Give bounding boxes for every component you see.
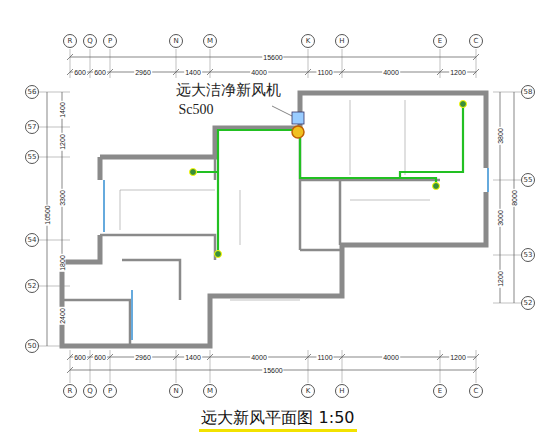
axis-label: 50: [28, 343, 37, 350]
grid-axis-bubble: N: [169, 384, 183, 398]
grid-axis-bubble: Q: [83, 34, 97, 48]
windows: [104, 168, 488, 340]
axis-label: 54: [28, 237, 37, 244]
dimension-text: 1100: [316, 69, 333, 76]
grid-axis-bubble: 52: [25, 279, 39, 293]
grid-axis-bubble: H: [335, 34, 349, 48]
room-dimension-lines: [120, 100, 430, 300]
axis-label: R: [68, 38, 73, 45]
dimension-text: 2960: [134, 354, 152, 361]
axis-label: 52: [28, 283, 37, 290]
grid-axis-bubble: 53: [521, 248, 535, 262]
axis-label: E: [438, 38, 442, 45]
dimension-lines: [47, 54, 514, 373]
outer-walls: [62, 93, 486, 346]
axis-label: N: [173, 388, 178, 395]
dimension-text: 1100: [316, 354, 333, 361]
dimension-text: 10500: [44, 204, 51, 225]
axis-label: C: [474, 388, 479, 395]
drawing-caption: 远大新风平面图 1:50: [199, 408, 356, 431]
grid-axis-bubble: M: [203, 384, 217, 398]
axis-label: 57: [28, 124, 37, 131]
dimension-text: 3300: [59, 189, 66, 207]
grid-axis-bubble: M: [203, 34, 217, 48]
dimension-text: 600: [73, 354, 87, 361]
dimension-text: 3800: [497, 127, 504, 145]
equipment-callout: 远大洁净新风机: [175, 83, 282, 98]
grid-axis-bubble: C: [469, 34, 483, 48]
dimension-text: 8000: [511, 189, 518, 207]
dimension-text: 2400: [59, 307, 66, 325]
axis-label: M: [207, 38, 213, 45]
grid-axis-bubble: 52: [521, 296, 535, 310]
axis-label: M: [207, 388, 213, 395]
axis-label: H: [339, 388, 344, 395]
dimension-text: 1400: [59, 101, 66, 119]
dimension-text: 15600: [262, 367, 283, 374]
dimension-text: 600: [73, 69, 87, 76]
dimension-text: 4000: [382, 354, 400, 361]
dimension-text: 600: [93, 354, 107, 361]
dimension-text: 1200: [59, 133, 66, 151]
grid-axis-bubble: N: [169, 34, 183, 48]
fresh-air-unit: [272, 106, 304, 138]
axis-label: K: [306, 38, 311, 45]
grid-axis-bubble: R: [63, 384, 77, 398]
dimension-text: 15600: [262, 54, 283, 61]
dimension-text: 1400: [184, 354, 202, 361]
dimension-text: 1800: [59, 254, 66, 272]
axis-label: H: [339, 38, 344, 45]
dimension-text: 4000: [382, 69, 400, 76]
grid-axis-bubble: 56: [25, 85, 39, 99]
grid-axis-bubble: K: [301, 34, 315, 48]
axis-label: 53: [524, 252, 533, 259]
axis-label: 56: [28, 89, 37, 96]
axis-label: C: [474, 38, 479, 45]
grid-axis-bubble: Q: [83, 384, 97, 398]
axis-label: 58: [524, 89, 533, 96]
grid-axis-bubble: C: [469, 384, 483, 398]
equipment-callout: Sc500: [178, 103, 215, 117]
axis-label: P: [108, 38, 112, 45]
dimension-text: 600: [93, 69, 107, 76]
grid-extension-lines: [39, 49, 521, 383]
grid-axis-bubble: H: [335, 384, 349, 398]
dimension-text: 3000: [497, 209, 504, 227]
axis-label: K: [306, 388, 311, 395]
fresh-air-duct: [193, 104, 463, 254]
axis-label: 55: [28, 154, 37, 161]
axis-label: P: [108, 388, 112, 395]
axis-label: N: [173, 38, 178, 45]
grid-axis-bubble: 57: [25, 120, 39, 134]
dimension-text: 1200: [449, 69, 467, 76]
axis-label: 52: [524, 300, 533, 307]
air-diffusers: [190, 101, 467, 258]
dimension-text: 1200: [497, 270, 504, 288]
grid-axis-bubble: E: [433, 34, 447, 48]
axis-label: Q: [87, 38, 93, 45]
axis-label: 55: [524, 177, 533, 184]
grid-axis-bubble: P: [103, 384, 117, 398]
grid-axis-bubble: 54: [25, 233, 39, 247]
axis-label: R: [68, 388, 73, 395]
grid-axis-bubble: 50: [25, 339, 39, 353]
grid-axis-bubble: K: [301, 384, 315, 398]
dimension-text: 4000: [250, 69, 268, 76]
inner-walls: [62, 93, 440, 346]
axis-label: E: [438, 388, 442, 395]
grid-axis-bubble: 55: [521, 173, 535, 187]
grid-axis-bubble: R: [63, 34, 77, 48]
grid-axis-bubble: E: [433, 384, 447, 398]
grid-axis-bubble: 55: [25, 150, 39, 164]
grid-axis-bubble: P: [103, 34, 117, 48]
axis-label: Q: [87, 388, 93, 395]
dimension-text: 1400: [184, 69, 202, 76]
grid-axis-bubble: 58: [521, 85, 535, 99]
dimension-text: 4000: [250, 354, 268, 361]
dimension-text: 1200: [449, 354, 467, 361]
dimension-text: 2960: [134, 69, 152, 76]
